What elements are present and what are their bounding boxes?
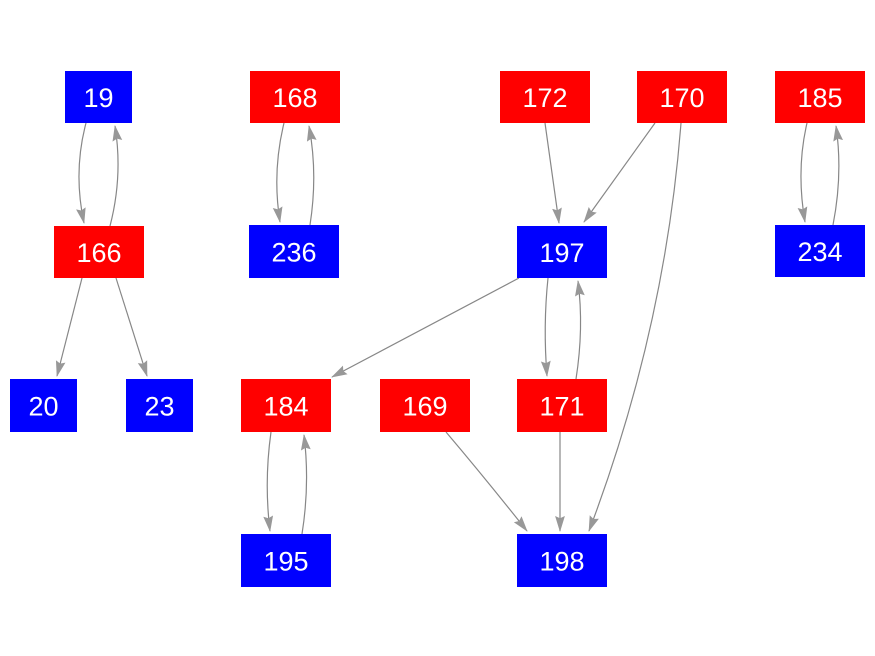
node-20-label: 20 — [28, 392, 58, 422]
edge-197-to-184 — [331, 277, 520, 378]
node-23: 23 — [126, 379, 193, 432]
node-169-box — [380, 379, 470, 432]
node-170: 170 — [637, 71, 727, 123]
node-168: 168 — [250, 71, 340, 123]
node-195-label: 195 — [263, 547, 308, 577]
node-169: 169 — [380, 379, 470, 432]
node-166-box — [54, 226, 144, 278]
node-171-label: 171 — [539, 392, 584, 422]
edges-layer — [55, 122, 844, 535]
edge-236-to-168 — [306, 125, 317, 226]
node-23-label: 23 — [144, 392, 174, 422]
node-197-label: 197 — [539, 238, 584, 268]
node-171: 171 — [517, 379, 607, 432]
node-184-label: 184 — [263, 392, 308, 422]
node-20-box — [10, 379, 77, 432]
edge-234-to-185 — [832, 125, 844, 226]
node-185-box — [775, 71, 865, 123]
node-170-box — [637, 71, 727, 123]
node-166-label: 166 — [76, 238, 121, 268]
node-19: 19 — [65, 71, 132, 123]
edge-169-to-198 — [445, 431, 528, 532]
node-168-label: 168 — [272, 83, 317, 113]
node-234-box — [775, 225, 865, 277]
node-20: 20 — [10, 379, 77, 432]
edge-168-to-236 — [272, 122, 285, 223]
edge-170-to-197 — [583, 122, 656, 223]
edge-185-to-234 — [797, 122, 808, 223]
node-234: 234 — [775, 225, 865, 277]
edge-195-to-184 — [300, 434, 311, 535]
node-172-box — [500, 71, 590, 123]
node-168-box — [250, 71, 340, 123]
node-184-box — [241, 379, 331, 432]
edge-166-to-23 — [115, 277, 148, 377]
edge-170-to-198 — [588, 122, 682, 532]
edge-184-to-195 — [263, 431, 274, 532]
node-236: 236 — [249, 225, 339, 278]
edge-19-to-166 — [76, 122, 87, 224]
node-171-box — [517, 379, 607, 432]
node-19-box — [65, 71, 132, 123]
node-23-box — [126, 379, 193, 432]
edge-197-to-171 — [540, 277, 551, 377]
node-185: 185 — [775, 71, 865, 123]
node-184: 184 — [241, 379, 331, 432]
node-185-label: 185 — [797, 83, 842, 113]
node-198: 198 — [517, 534, 607, 587]
node-197-box — [517, 226, 607, 278]
node-236-label: 236 — [271, 238, 316, 268]
node-195: 195 — [241, 534, 331, 587]
edge-171-to-197 — [575, 280, 585, 380]
node-170-label: 170 — [659, 83, 704, 113]
node-236-box — [249, 225, 339, 278]
node-197: 197 — [517, 226, 607, 278]
node-169-label: 169 — [402, 392, 447, 422]
edge-172-to-197 — [544, 122, 562, 224]
node-234-label: 234 — [797, 237, 842, 267]
node-166: 166 — [54, 226, 144, 278]
node-19-label: 19 — [83, 83, 113, 113]
node-195-box — [241, 534, 331, 587]
edge-166-to-20 — [55, 277, 83, 377]
edge-166-to-19 — [109, 125, 123, 227]
node-198-box — [517, 534, 607, 587]
node-198-label: 198 — [539, 547, 584, 577]
node-172-label: 172 — [522, 83, 567, 113]
nodes-layer: 19 168 172 170 185 166 236 197 234 20 23 184 169 171 1… — [10, 71, 865, 587]
node-172: 172 — [500, 71, 590, 123]
